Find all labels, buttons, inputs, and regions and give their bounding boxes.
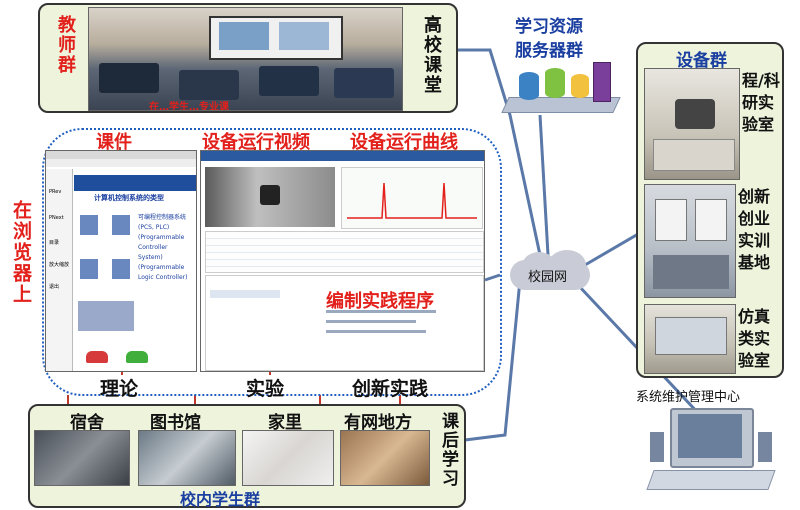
experiment-window [200,150,485,372]
location-dorm-label: 宿舍 [70,413,104,433]
device-group-title: 设备群 [676,51,727,71]
menu-next[interactable]: PNext [49,215,64,221]
menu-prev[interactable]: PRev [49,189,62,195]
location-home-label: 家里 [268,413,302,433]
database-icon [571,74,589,98]
home-photo [242,430,334,486]
simulation-lab-photo [644,304,736,374]
classroom-photo: 在…学生…专业课 [88,7,403,111]
server-group-icon [501,62,621,113]
device-curve-label: 设备运行曲线 [350,132,458,153]
experiment-label: 实验 [246,378,285,400]
browser-side-label: 在浏览器上 [10,200,32,305]
line-network-to-students [464,279,522,442]
car-icon [126,351,148,363]
campus-network-label: 校园网 [528,270,568,285]
student-panel: 宿舍 图书馆 家里 有网地方 校内学生群 课后学习 [28,404,466,509]
device-row2-label-1: 创新 [738,187,771,206]
server-label-line2: 服务器群 [515,41,583,61]
program-label: 编制实践程序 [326,291,434,312]
teacher-classroom-panel: 教师群 在…学生…专业课 高校课堂 [38,3,458,113]
program-editor [205,275,484,371]
theory-label: 理论 [100,378,139,400]
device-video-frame [205,167,335,227]
car-icon [86,351,108,363]
dorm-photo [34,430,130,486]
control-diagram [76,211,136,361]
device-group-panel: 设备群 程/科 研实 验室 创新 创业 实训 基地 仿真 类实 验室 [636,42,784,378]
maintenance-center-label: 系统维护管理中心 [636,390,741,405]
device-row1-label-1: 程/科 [742,71,780,90]
device-row2-label-4: 基地 [738,253,771,272]
device-row2-label-2: 创业 [738,209,771,228]
student-group-label: 校内学生群 [180,490,261,509]
innovation-base-photo [644,184,736,298]
data-table [205,231,484,273]
online-place-photo [340,430,430,486]
line-classroom-to-network [455,48,542,256]
after-class-label: 课后学习 [438,412,458,488]
teacher-group-label: 教师群 [55,15,76,75]
university-classroom-label: 高校课堂 [421,15,442,95]
line-server-to-network [538,114,550,256]
device-row3-label-1: 仿真 [738,307,771,326]
classroom-banner: 在…学生…专业课 [149,102,229,111]
server-tower-icon [593,62,611,102]
courseware-window: PRev PNext 目录 放大缩放 退出 计算机控制系统的类型 可编程控制器系… [45,150,197,372]
library-photo [138,430,236,486]
curve-plot [347,182,477,219]
courseware-label: 课件 [96,132,132,153]
device-video-label: 设备运行视频 [202,132,310,153]
courseware-heading: 计算机控制系统的类型 [94,194,164,202]
courseware-banner [74,175,196,191]
database-icon [519,72,539,100]
workstation-icon [640,404,790,504]
campus-network-cloud: 校园网 [500,250,600,294]
device-curve-chart [341,167,483,229]
line-network-to-devices [584,228,646,267]
location-online-label: 有网地方 [344,413,412,433]
device-row1-label-2: 研实 [742,93,775,112]
device-row3-label-3: 验室 [738,351,771,370]
courseware-subtext: 可编程控制器系统 (PCS, PLC) (Programmable Contro… [138,214,188,281]
research-lab-photo [644,68,740,180]
device-row2-label-3: 实训 [738,231,771,250]
courseware-side-menu: PRev PNext 目录 放大缩放 退出 [46,169,73,371]
device-row3-label-2: 类实 [738,329,771,348]
browser-area [42,128,502,396]
menu-exit[interactable]: 退出 [49,284,60,290]
menu-zoom[interactable]: 放大缩放 [49,262,70,268]
location-library-label: 图书馆 [150,413,201,433]
server-label-line1: 学习资源 [515,17,583,37]
database-icon [545,68,565,98]
device-row1-label-3: 验室 [742,115,775,134]
menu-contents[interactable]: 目录 [49,240,60,246]
innovation-practice-label: 创新实践 [352,378,429,400]
line-browser-to-network [484,273,501,282]
